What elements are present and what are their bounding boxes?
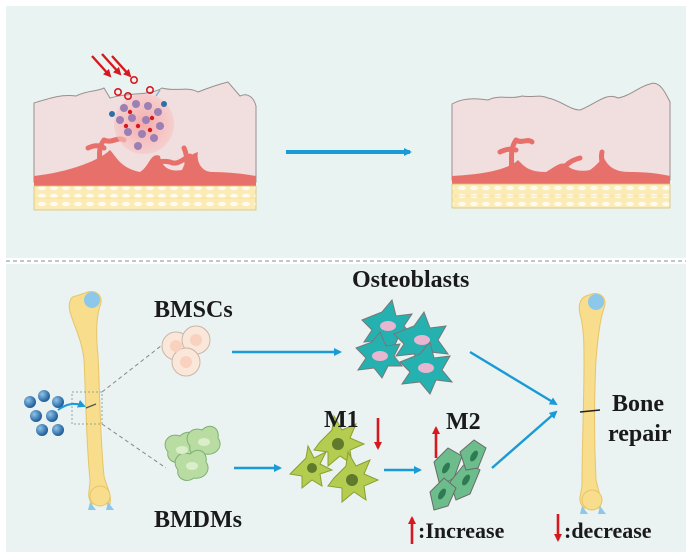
bone-repair-label-line2: repair <box>608 421 672 447</box>
osteoblasts-to-repair-arrow <box>469 350 558 406</box>
nanoparticle-cluster <box>109 100 167 150</box>
osteoblasts-label: Osteoblasts <box>352 267 470 293</box>
bmscs-cells <box>161 325 211 377</box>
bmdms-label: BMDMs <box>154 507 242 533</box>
bmdms-cells <box>164 425 221 481</box>
red-arrows-icon <box>91 53 132 78</box>
nanoparticle-icon <box>24 390 64 436</box>
released-ions <box>114 76 161 101</box>
legend-increase-label: :Increase <box>418 518 505 543</box>
tissue-block-after <box>451 82 671 209</box>
m2-to-repair-arrow <box>491 410 558 469</box>
osteoblasts-cluster <box>355 298 454 395</box>
bottom-panel <box>6 264 686 552</box>
zoom-box <box>71 391 103 425</box>
m2-label: M2 <box>446 409 481 435</box>
m1-macrophages <box>288 414 380 504</box>
delivery-arrow <box>57 400 86 411</box>
bmscs-label: BMSCs <box>154 297 233 323</box>
legend-decrease-label: :decrease <box>564 518 652 543</box>
bone-repair-label-line1: Bone <box>612 391 665 417</box>
m1-label: M1 <box>324 407 359 433</box>
m2-macrophages <box>429 439 487 511</box>
zoom-line-bottom <box>101 423 167 469</box>
femur-bone-right <box>578 293 606 514</box>
femur-bone-left <box>68 291 114 510</box>
